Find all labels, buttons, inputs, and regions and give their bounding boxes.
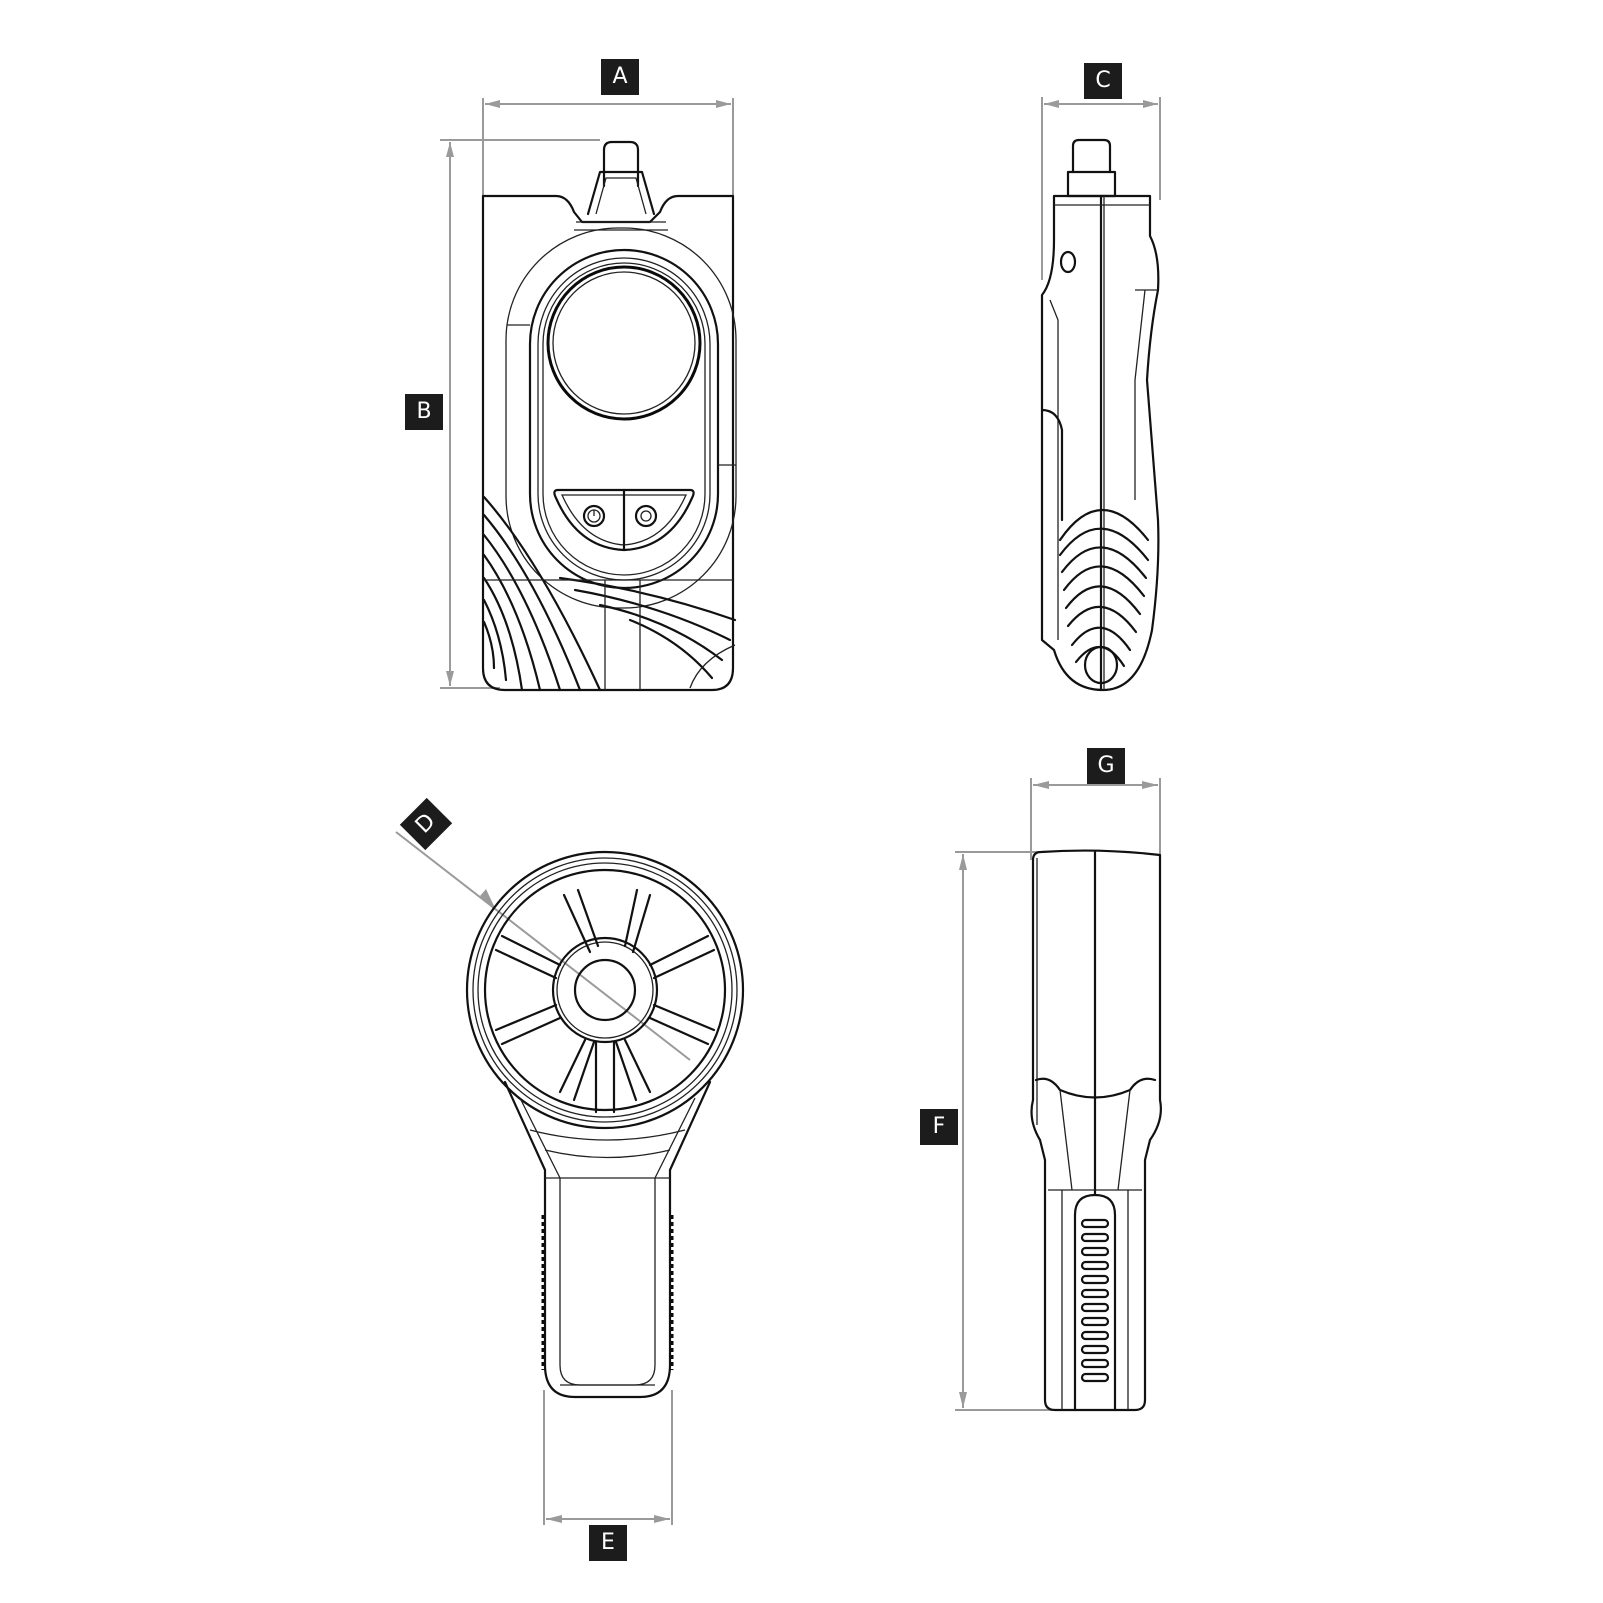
grip-ridges [482,495,737,692]
battery-cover [1073,1193,1117,1412]
dimension-g-line [1030,778,1161,860]
hub-center [573,958,637,1022]
vent-slots [1080,1218,1110,1383]
fan-head-view [395,831,745,1525]
power-button[interactable] [582,504,606,528]
side-view [1040,97,1161,692]
dimension-f-line [955,851,1090,1411]
handle-side-view [955,778,1162,1412]
label-e: E [589,1525,627,1561]
hold-button[interactable] [634,504,658,528]
side-grip-ridges [1058,508,1150,685]
label-f: F [920,1109,958,1145]
vane-blades [494,888,716,1114]
probe-tip [602,140,640,188]
label-a: A [601,59,639,95]
dimension-c-line [1041,97,1161,280]
vane-hub [551,936,659,1044]
lanyard-hole [1059,250,1077,274]
dimension-b-line [440,139,600,689]
label-c: C [1084,63,1122,99]
outer-oval [505,227,737,609]
vane-rim-outer [465,850,745,1130]
display-window [546,265,702,421]
probe-collar [586,170,656,216]
front-body-outline [481,194,735,692]
handle-outline [503,1080,712,1399]
dimension-a-line [482,98,734,195]
handle-side-outline [1030,849,1162,1412]
label-g: G [1087,748,1125,784]
dimension-e-line [543,1390,673,1525]
front-view [440,98,737,692]
label-b: B [405,394,443,430]
